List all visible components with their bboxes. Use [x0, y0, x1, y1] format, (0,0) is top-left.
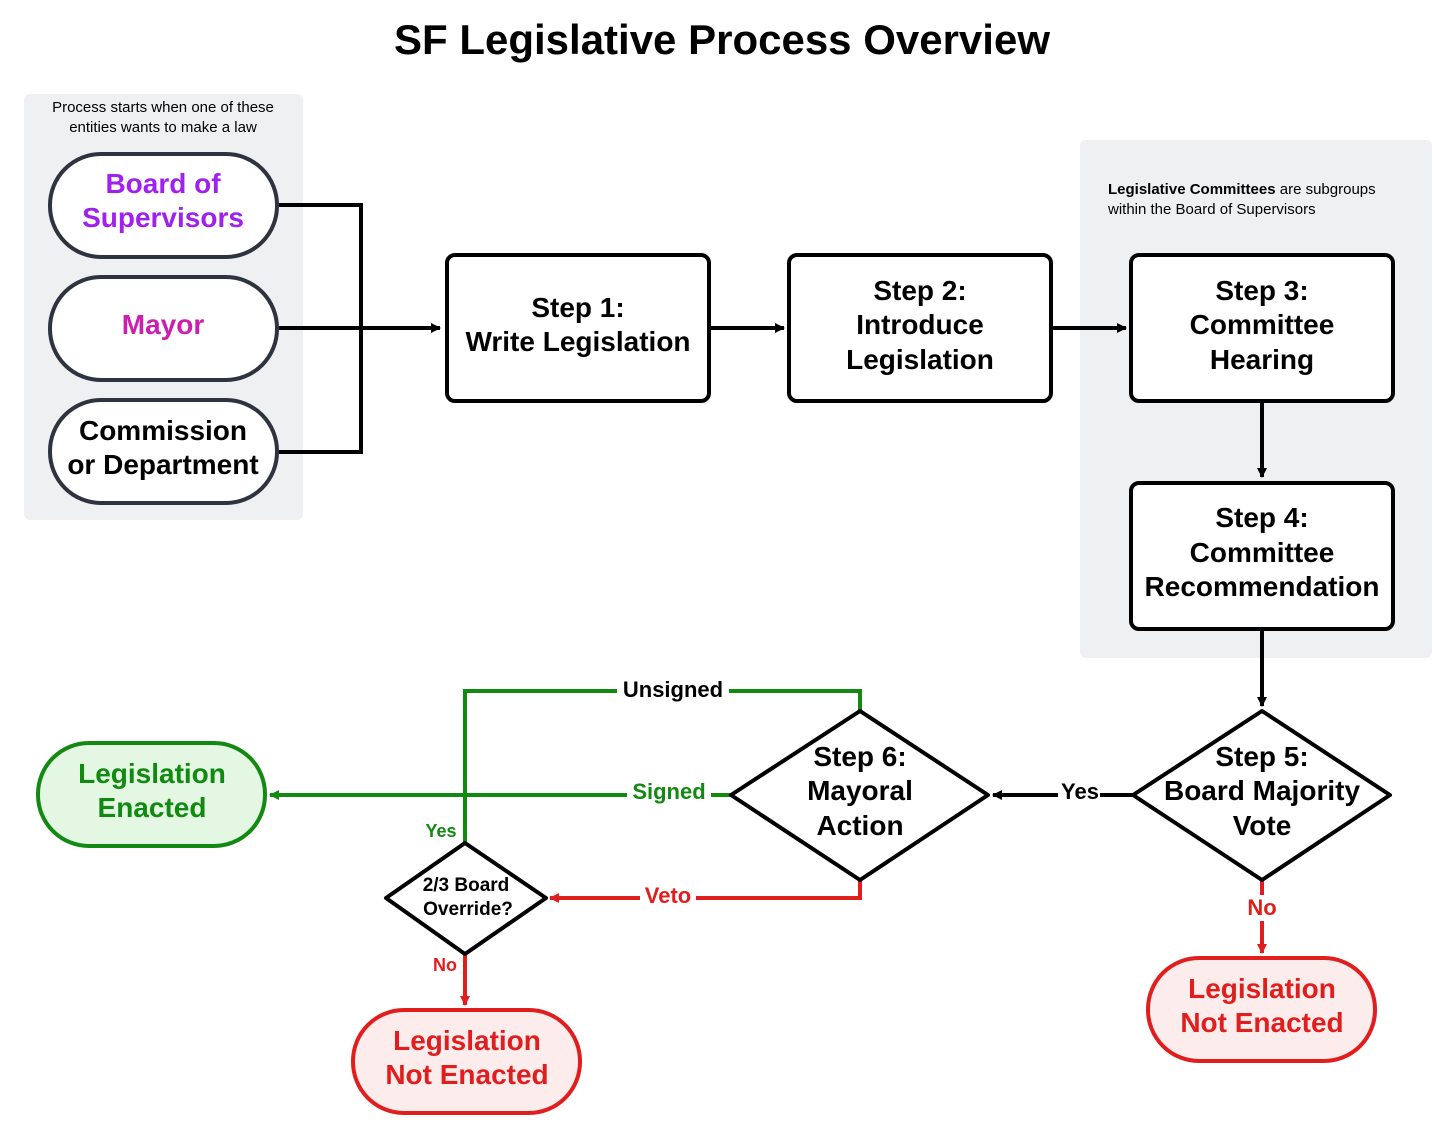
step5-line3: Vote	[1233, 810, 1292, 841]
commission-node-line1: Commission	[79, 415, 247, 446]
commission-node	[48, 398, 279, 505]
edge-label-veto: Veto	[645, 883, 691, 908]
not-enacted-right-line1: Legislation	[1188, 973, 1336, 1004]
step4-line3: Recommendation	[1145, 571, 1380, 602]
step1-line1: Step 1:	[531, 292, 624, 323]
step4-box	[1129, 481, 1395, 631]
page-title: SF Legislative Process Overview	[394, 16, 1050, 63]
step3-line3: Hearing	[1210, 344, 1314, 375]
step5-line2: Board Majority	[1164, 775, 1360, 806]
step5-diamond	[1131, 709, 1392, 882]
step2-box	[787, 253, 1053, 403]
step6-line3: Action	[816, 810, 903, 841]
board-node-line1: Board of	[105, 168, 221, 199]
step3-line1: Step 3:	[1215, 275, 1308, 306]
not-enacted-left-line1: Legislation	[393, 1025, 541, 1056]
board-node-line2: Supervisors	[82, 202, 244, 233]
connector-board	[278, 203, 363, 328]
edge-label-signed: Signed	[632, 779, 705, 804]
edge-label-override-no: No	[433, 955, 457, 975]
edge-label-override-yes: Yes	[425, 821, 456, 841]
step1-box	[445, 253, 711, 403]
step2-line3: Legislation	[846, 344, 994, 375]
initiators-note-line2: entities wants to make a law	[69, 119, 257, 136]
not-enacted-node-right	[1146, 956, 1377, 1063]
mayor-node	[48, 275, 279, 382]
committees-note-rest: are subgroups	[1276, 181, 1376, 198]
enacted-line1: Legislation	[78, 758, 226, 789]
mayor-node-label: Mayor	[122, 309, 205, 340]
step3-box	[1129, 253, 1395, 403]
not-enacted-right-line2: Not Enacted	[1180, 1007, 1343, 1038]
step2-line1: Step 2:	[873, 275, 966, 306]
step2-line2: Introduce	[856, 309, 984, 340]
step4-line1: Step 4:	[1215, 502, 1308, 533]
edge-label-yes-vote: Yes	[1061, 779, 1099, 804]
step5-line1: Step 5:	[1215, 741, 1308, 772]
edge-label-unsigned: Unsigned	[623, 677, 723, 702]
legislation-enacted-node	[36, 741, 267, 848]
enacted-line2: Enacted	[98, 792, 207, 823]
not-enacted-left-line2: Not Enacted	[385, 1059, 548, 1090]
committees-note-line2: within the Board of Supervisors	[1107, 201, 1316, 218]
step6-line1: Step 6:	[813, 741, 906, 772]
connector-commission	[278, 328, 363, 454]
not-enacted-node-left	[351, 1008, 582, 1115]
override-line1: 2/3 Board	[423, 875, 510, 896]
override-line2: Override?	[423, 899, 513, 920]
step6-diamond	[729, 709, 990, 882]
override-diamond	[384, 841, 548, 956]
step6-line2: Mayoral	[807, 775, 913, 806]
initiators-note-line1: Process starts when one of these	[52, 99, 274, 116]
step4-line2: Committee	[1190, 537, 1335, 568]
step1-line2: Write Legislation	[465, 326, 690, 357]
connector-veto	[549, 880, 862, 903]
committees-note-bold: Legislative Committees	[1108, 181, 1276, 198]
step3-line2: Committee	[1190, 309, 1335, 340]
commission-node-line2: or Department	[67, 449, 258, 480]
edge-label-no-vote: No	[1247, 895, 1276, 920]
board-of-supervisors-node	[48, 152, 279, 259]
committees-note-line1: Legislative Committees are subgroups	[1108, 181, 1376, 198]
